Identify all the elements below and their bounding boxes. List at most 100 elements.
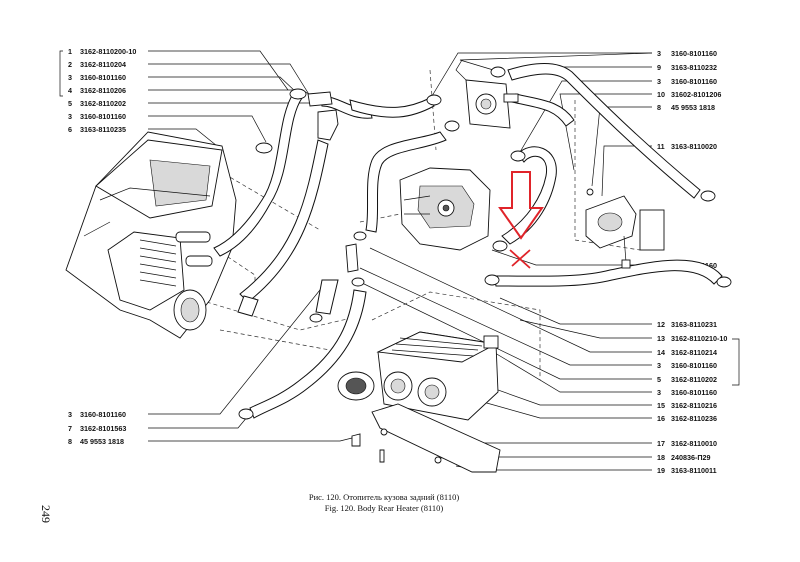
- heater-housing: [65, 131, 237, 339]
- right-callout-part: 3162-8110202: [671, 375, 717, 384]
- left-callout: 2 3162-8110204: [68, 60, 126, 69]
- left-callout: 3 3160-8101160: [68, 410, 126, 419]
- right-callout-num: 3: [657, 361, 661, 370]
- heater-core-fins: [139, 239, 177, 287]
- connectors: [307, 91, 359, 273]
- right-callout: 11 3163-8110020: [657, 142, 717, 151]
- hoses: [213, 62, 723, 419]
- rear-heater-unit: [337, 331, 501, 473]
- right-callout: 19 3163-8110011: [657, 466, 717, 475]
- heater-tap: [455, 59, 519, 129]
- right-callout-num: 18: [657, 453, 665, 462]
- right-callout-part: 3163-8110011: [671, 466, 717, 475]
- right-callout-num: 3: [657, 388, 661, 397]
- right-callout: 18 240836-П29: [657, 453, 711, 462]
- right-callout-part: 31602-8101206: [671, 90, 721, 99]
- right-callout-part: 3162-8110214: [671, 348, 717, 357]
- right-callout: 15 3162-8110216: [657, 401, 717, 410]
- right-callout-num: 3: [657, 77, 661, 86]
- red-arrow-marker: [498, 171, 544, 269]
- caption-en: Fig. 120. Body Rear Heater (8110): [325, 503, 444, 513]
- right-callout: 3 3160-8101160: [657, 361, 717, 370]
- right-callout-num: 5: [657, 375, 661, 384]
- right-callout-num: 13: [657, 334, 665, 343]
- left-callout: 6 3163-8110235: [68, 125, 126, 134]
- engine-block: [399, 167, 491, 251]
- right-callout-num: 11: [657, 142, 665, 151]
- right-callout-num: 14: [657, 348, 665, 357]
- left-callout-part: 3162-8110204: [80, 60, 126, 69]
- left-callout-part: 45 9553 1818: [80, 437, 124, 446]
- page-number: 249: [39, 505, 53, 523]
- right-callout-part: 3160-8101160: [671, 388, 717, 397]
- right-callout: 3 3160-8101160: [657, 49, 717, 58]
- right-callout: 14 3162-8110214: [657, 348, 717, 357]
- left-callouts: 1 3162-8110200-10 2 3162-8110204 3 3160-…: [68, 47, 136, 446]
- right-callout-num: 9: [657, 63, 661, 72]
- right-callout-num: 19: [657, 466, 665, 475]
- right-callout-num: 3: [657, 49, 661, 58]
- right-callout: 3 3160-8101160: [657, 77, 717, 86]
- right-callout-part: 3162-8110236: [671, 414, 717, 423]
- right-callout: 16 3162-8110236: [657, 414, 717, 423]
- left-callout-num: 2: [68, 60, 72, 69]
- left-callout: 1 3162-8110200-10: [68, 47, 136, 56]
- left-callout-num: 3: [68, 73, 72, 82]
- left-callout-part: 3163-8110235: [80, 125, 126, 134]
- right-callout-part: 240836-П29: [671, 453, 711, 462]
- left-callout-part: 3160-8101160: [80, 112, 126, 121]
- right-callout-part: 3162-8110210-10: [671, 334, 727, 343]
- left-callout-num: 7: [68, 424, 72, 433]
- left-callout-num: 8: [68, 437, 72, 446]
- left-callout: 3 3160-8101160: [68, 73, 126, 82]
- left-callout-part: 3162-8110206: [80, 86, 126, 95]
- leader-lines: [148, 50, 653, 471]
- right-callout-part: 3162-8110216: [671, 401, 717, 410]
- right-callout: 12 3163-8110231: [657, 320, 717, 329]
- right-callout: 9 3163-8110232: [657, 63, 717, 72]
- right-callout-num: 10: [657, 90, 665, 99]
- left-callout: 8 45 9553 1818: [68, 437, 124, 446]
- right-bracket: [732, 338, 740, 386]
- right-callout: 5 3162-8110202: [657, 375, 717, 384]
- left-callout-num: 3: [68, 410, 72, 419]
- left-callout-num: 6: [68, 125, 72, 134]
- left-callout-part: 3162-8110202: [80, 99, 126, 108]
- left-callout: 4 3162-8110206: [68, 86, 126, 95]
- right-callout-part: 3163-8110020: [671, 142, 717, 151]
- left-callout-part: 3162-8110200-10: [80, 47, 136, 56]
- right-callout: 13 3162-8110210-10: [657, 334, 727, 343]
- right-callout-part: 3163-8110231: [671, 320, 717, 329]
- left-callout: 3 3160-8101160: [68, 112, 126, 121]
- left-callout: 5 3162-8110202: [68, 99, 126, 108]
- electric-pump: [585, 188, 665, 269]
- caption-ru: Рис. 120. Отопитель кузова задний (8110): [309, 492, 459, 502]
- right-callout-part: 3160-8101160: [671, 49, 717, 58]
- left-bracket: [59, 50, 63, 97]
- left-callout-num: 1: [68, 47, 72, 56]
- heater-unit-fins: [391, 337, 483, 357]
- right-callout-num: 12: [657, 320, 665, 329]
- right-callout-part: 45 9553 1818: [671, 103, 715, 112]
- right-callout: 17 3162-8110010: [657, 439, 717, 448]
- right-callout-part: 3162-8110010: [671, 439, 717, 448]
- right-callout-part: 3163-8110232: [671, 63, 717, 72]
- right-callout-part: 3160-8101160: [671, 361, 717, 370]
- right-callout-num: 16: [657, 414, 665, 423]
- right-callout-num: 15: [657, 401, 665, 410]
- left-callout-part: 3160-8101160: [80, 410, 126, 419]
- left-callout-num: 5: [68, 99, 72, 108]
- left-callout: 7 3162-8101563: [68, 424, 126, 433]
- left-callout-num: 3: [68, 112, 72, 121]
- right-callout-num: 8: [657, 103, 661, 112]
- right-callout-part: 3160-8101160: [671, 77, 717, 86]
- right-callout: 10 31602-8101206: [657, 90, 721, 99]
- left-callout-part: 3162-8101563: [80, 424, 126, 433]
- right-callout: 8 45 9553 1818: [657, 103, 715, 112]
- left-callout-num: 4: [68, 86, 72, 95]
- left-callout-part: 3160-8101160: [80, 73, 126, 82]
- right-callout-num: 17: [657, 439, 665, 448]
- right-callout: 3 3160-8101160: [657, 388, 717, 397]
- hose-clamps: [238, 66, 732, 420]
